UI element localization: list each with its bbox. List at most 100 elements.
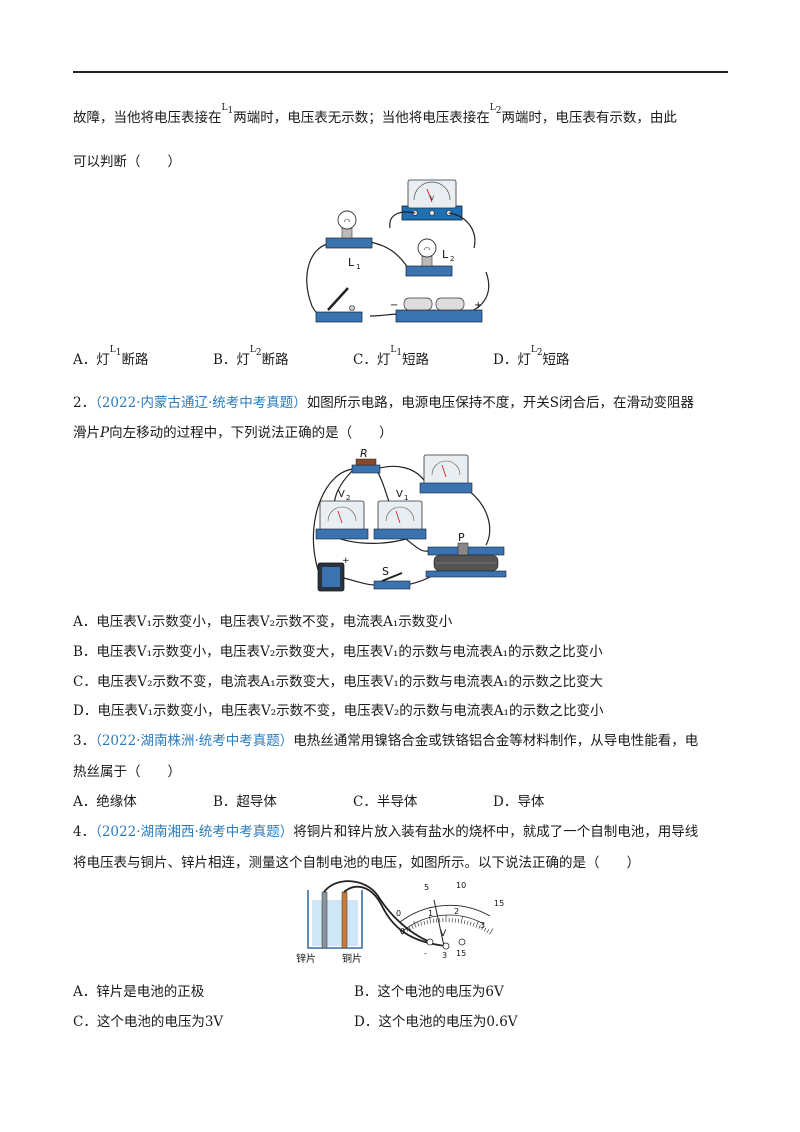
option-l-sub: 1 bbox=[396, 348, 403, 358]
q2-line-2: 滑片P向左移动的过程中，下列说法正确的是（ ） bbox=[73, 423, 393, 443]
voltmeter-v1-icon bbox=[373, 500, 427, 540]
option-text: 电压表V₁示数变小，电压表V₂示数不变，电流表A₁示数变小 bbox=[96, 614, 453, 630]
option-l: L bbox=[530, 345, 537, 355]
scale-tick bbox=[426, 920, 429, 925]
scale-tick bbox=[432, 918, 435, 923]
q1-option-a[interactable]: A．灯L1断路 bbox=[73, 345, 148, 375]
q2-option-d[interactable]: D．电压表V₁示数变小，电压表V₂示数不变，电压表V₂的示数与电流表A₁的示数之… bbox=[73, 701, 603, 721]
q2-option-a[interactable]: A．电压表V₁示数变小，电压表V₂示数不变，电流表A₁示数变小 bbox=[73, 612, 452, 632]
q2-fig-r: R bbox=[360, 447, 368, 460]
q1-l1-label: L1 bbox=[221, 103, 234, 116]
q1-l1-letter: L bbox=[221, 103, 228, 113]
scale-tick bbox=[460, 916, 463, 924]
scale-tick bbox=[423, 920, 426, 925]
q4-fig-copper: 铜片 bbox=[342, 952, 362, 965]
q4-outer-tick-10: 10 bbox=[456, 881, 466, 890]
q4-terminals bbox=[426, 938, 466, 950]
scale-tick bbox=[405, 927, 409, 932]
q4-terminal-3: 3 bbox=[442, 951, 447, 960]
q3-option-a[interactable]: A．绝缘体 bbox=[73, 792, 137, 812]
q1-l2-label: L2 bbox=[490, 103, 502, 116]
q4-outer-tick-5: 5 bbox=[424, 883, 429, 892]
q3-source[interactable]: （2022·湖南株洲·统考中考真题） bbox=[95, 733, 294, 749]
q2-number: 2． bbox=[73, 395, 96, 411]
q3-line-2: 热丝属于（ ） bbox=[73, 764, 181, 780]
option-l-sub: 2 bbox=[536, 348, 543, 358]
q2-option-c[interactable]: C．电压表V₂示数不变，电流表A₁示数变大，电压表V₁的示数与电流表A₁的示数之… bbox=[73, 672, 603, 692]
scale-tick bbox=[408, 926, 411, 931]
scale-tick bbox=[398, 928, 403, 935]
option-text: 这个电池的电压为3V bbox=[96, 1014, 224, 1030]
option-pre: 灯 bbox=[236, 352, 250, 368]
header-rule bbox=[73, 71, 728, 73]
q4-inner-tick-2: 2 bbox=[454, 907, 459, 916]
option-letter: A． bbox=[73, 984, 97, 1000]
q1-option-d[interactable]: D．灯L2短路 bbox=[493, 345, 570, 375]
q4-terminal-15: 15 bbox=[456, 949, 466, 958]
option-letter: A． bbox=[73, 794, 97, 810]
q4-option-b[interactable]: B．这个电池的电压为6V bbox=[354, 982, 504, 1002]
q4-inner-tick-3: 3 bbox=[480, 921, 485, 930]
beaker-icon bbox=[307, 890, 363, 949]
option-text: 电压表V₂示数不变，电流表A₁示数变大，电压表V₁的示数与电流表A₁的示数之比变… bbox=[96, 674, 603, 690]
option-pre: 灯 bbox=[96, 352, 110, 368]
q1-text-c: 两端时，电压表有示数，由此 bbox=[501, 110, 677, 126]
option-letter: A． bbox=[73, 352, 97, 368]
slide-rheostat-icon bbox=[425, 542, 507, 578]
q3-option-b[interactable]: B．超导体 bbox=[213, 792, 277, 812]
option-l-sub: 2 bbox=[255, 348, 262, 358]
q4-option-d[interactable]: D．这个电池的电压为0.6V bbox=[354, 1012, 518, 1032]
q4-outer-tick-0: 0 bbox=[396, 909, 401, 918]
option-l: L bbox=[249, 345, 256, 355]
scale-tick bbox=[486, 929, 490, 934]
q2-option-b[interactable]: B．电压表V₁示数变小，电压表V₂示数变大，电压表V₁的示数与电流表A₁的示数之… bbox=[73, 642, 603, 662]
scale-tick bbox=[402, 929, 406, 934]
q2-fig-plus: + bbox=[342, 556, 350, 566]
q4-outer-tick-15: 15 bbox=[494, 899, 504, 908]
switch-s-icon bbox=[373, 572, 411, 590]
scale-tick bbox=[489, 928, 494, 935]
q3-option-d[interactable]: D．导体 bbox=[493, 792, 544, 812]
scale-tick bbox=[475, 920, 479, 928]
option-lamp-label: L1 bbox=[110, 345, 122, 358]
q4-option-a[interactable]: A．锌片是电池的正极 bbox=[73, 982, 204, 1002]
option-text: 电压表V₁示数变小，电压表V₂示数变大，电压表V₁的示数与电流表A₁的示数之比变… bbox=[96, 644, 603, 660]
q2-line-1: 2．（2022·内蒙古通辽·统考中考真题）如图所示电路，电源电压保持不度，开关S… bbox=[73, 393, 694, 413]
scale-tick bbox=[483, 927, 487, 932]
ammeter-icon bbox=[419, 454, 473, 494]
q4-wires bbox=[323, 880, 447, 947]
option-text: 导体 bbox=[517, 794, 545, 810]
option-letter: C． bbox=[73, 674, 97, 690]
option-letter: D． bbox=[354, 1014, 379, 1030]
option-lamp-label: L2 bbox=[249, 345, 262, 358]
q4-option-c[interactable]: C．这个电池的电压为3V bbox=[73, 1012, 223, 1032]
q1-line-2: 可以判断（ ） bbox=[73, 154, 181, 170]
q4-inner-tick-1: 1 bbox=[428, 909, 433, 918]
q4-source[interactable]: （2022·湖南湘西·统考中考真题） bbox=[95, 824, 294, 840]
q2-p-var: P bbox=[100, 425, 110, 441]
q1-fig-l2-sub: 2 bbox=[450, 255, 454, 263]
option-l-sub: 1 bbox=[115, 348, 122, 358]
scale-tick bbox=[478, 924, 481, 929]
q4-text-1: 将铜片和锌片放入装有盐水的烧杯中，就成了一个自制电池，用导线 bbox=[293, 824, 699, 840]
option-text: 电压表V₁示数变小，电压表V₂示数不变，电压表V₂的示数与电流表A₁的示数之比变… bbox=[97, 703, 604, 719]
option-letter: B． bbox=[354, 984, 378, 1000]
q2-circuit-figure: R V 2 V 1 P + S bbox=[312, 447, 507, 592]
option-l: L bbox=[390, 345, 397, 355]
q1-fig-l2: L bbox=[442, 248, 449, 261]
q1-text-a: 故障，当他将电压表接在 bbox=[73, 110, 222, 126]
option-text: 绝缘体 bbox=[96, 794, 137, 810]
option-lamp-label: L2 bbox=[530, 345, 543, 358]
option-letter: A． bbox=[73, 614, 97, 630]
q2-source[interactable]: （2022·内蒙古通辽·统考中考真题） bbox=[95, 395, 307, 411]
voltmeter-scale bbox=[399, 904, 491, 931]
scale-tick bbox=[457, 918, 460, 923]
option-letter: C． bbox=[353, 352, 377, 368]
q4-terminal-minus: - bbox=[424, 949, 427, 958]
q1-option-b[interactable]: B．灯L2断路 bbox=[213, 345, 289, 375]
option-lamp-label: L1 bbox=[390, 345, 403, 358]
q2-text-2b: 向左移动的过程中，下列说法正确的是（ ） bbox=[109, 425, 393, 441]
q1-option-c[interactable]: C．灯L1短路 bbox=[353, 345, 429, 375]
scale-tick bbox=[469, 921, 472, 926]
q3-option-c[interactable]: C．半导体 bbox=[353, 792, 417, 812]
